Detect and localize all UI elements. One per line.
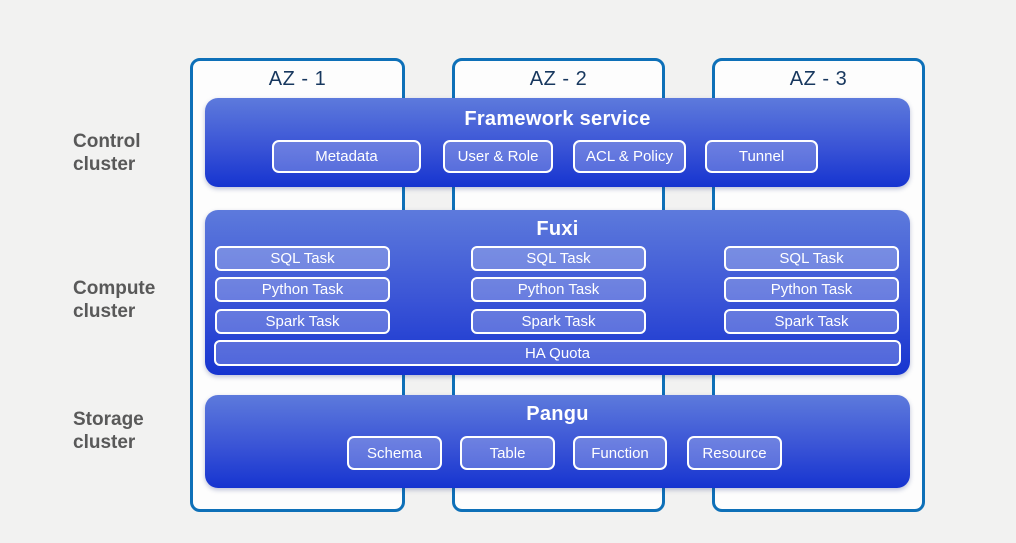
fuxi-az1-spark-task: Spark Task xyxy=(215,309,390,334)
cluster-label-control: Control cluster xyxy=(73,131,141,176)
pangu-box-table: Table xyxy=(460,436,555,470)
fuxi-az3-spark-task: Spark Task xyxy=(724,309,899,334)
fuxi-az2-spark-task: Spark Task xyxy=(471,309,646,334)
fuxi-az2-sql-task: SQL Task xyxy=(471,246,646,271)
fuxi-az3-python-task: Python Task xyxy=(724,277,899,302)
fuxi-title: Fuxi xyxy=(536,218,579,240)
fuxi-az1-sql-task: SQL Task xyxy=(215,246,390,271)
cluster-label-storage: Storage cluster xyxy=(73,409,144,454)
fuxi-panel: Fuxi SQL Task Python Task Spark Task SQL… xyxy=(205,210,910,375)
fuxi-az1-python-task: Python Task xyxy=(215,277,390,302)
framework-box-acl-policy: ACL & Policy xyxy=(573,140,686,173)
pangu-box-schema: Schema xyxy=(347,436,442,470)
cluster-label-compute: Compute cluster xyxy=(73,278,156,323)
az-column-1-title: AZ - 1 xyxy=(268,68,327,90)
az-column-3-title: AZ - 3 xyxy=(789,68,848,90)
az-column-2-title: AZ - 2 xyxy=(529,68,588,90)
framework-service-panel: Framework service Metadata User & Role A… xyxy=(205,98,910,187)
pangu-title: Pangu xyxy=(526,403,589,425)
framework-box-tunnel: Tunnel xyxy=(705,140,818,173)
pangu-box-function: Function xyxy=(573,436,667,470)
framework-box-user-role: User & Role xyxy=(443,140,553,173)
pangu-box-resource: Resource xyxy=(687,436,782,470)
fuxi-az3-sql-task: SQL Task xyxy=(724,246,899,271)
framework-box-metadata: Metadata xyxy=(272,140,421,173)
pangu-panel: Pangu Schema Table Function Resource xyxy=(205,395,910,488)
framework-service-title: Framework service xyxy=(464,108,651,130)
fuxi-az2-python-task: Python Task xyxy=(471,277,646,302)
fuxi-ha-quota-bar: HA Quota xyxy=(214,340,901,366)
